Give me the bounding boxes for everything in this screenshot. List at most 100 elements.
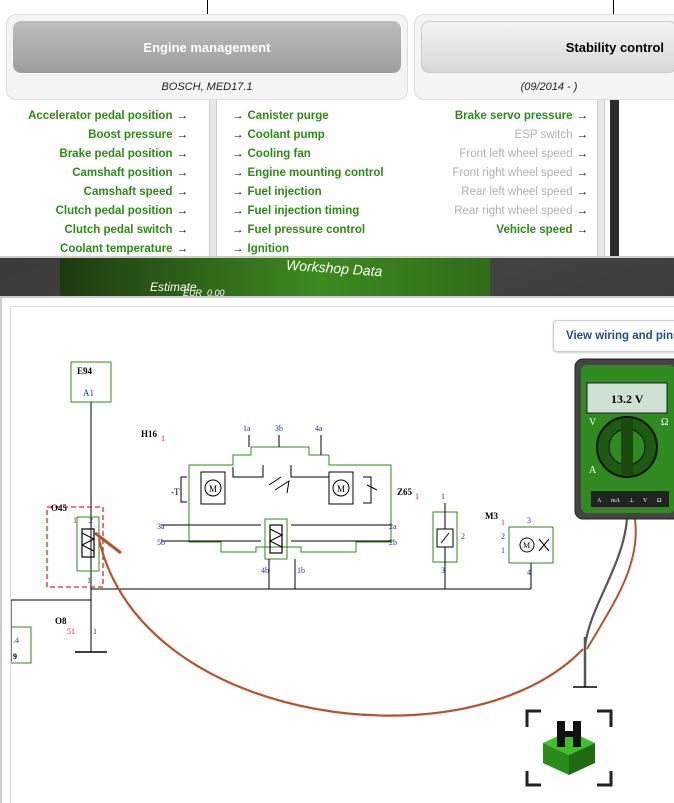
system-function-item[interactable]: Coolant temperature→ <box>0 239 192 256</box>
arrow-right-icon: → <box>576 185 589 198</box>
system-function-label: Vehicle speed <box>496 223 573 236</box>
system-function-item[interactable]: Camshaft speed→ <box>0 182 192 201</box>
component-o45[interactable]: O45 1 2 1 <box>46 503 104 588</box>
system-function-label: Accelerator pedal position <box>28 109 173 122</box>
system-function-item[interactable]: Brake servo pressure→ <box>410 106 592 125</box>
arrow-right-icon: → <box>176 128 189 141</box>
system-function-item[interactable]: →Ignition <box>228 239 408 256</box>
probe-wire-red[interactable] <box>97 538 584 717</box>
svg-text:M: M <box>523 541 530 550</box>
arrow-right-icon: → <box>232 128 244 141</box>
svg-text:M: M <box>337 484 345 494</box>
arrow-right-icon: → <box>576 128 589 141</box>
system-function-label: Canister purge <box>247 109 329 122</box>
system-function-item[interactable]: Camshaft position→ <box>0 163 192 182</box>
arrow-right-icon: → <box>576 147 589 160</box>
system-function-label: Fuel pressure control <box>247 223 366 236</box>
column-divider <box>209 100 217 256</box>
arrow-right-icon: → <box>232 223 244 236</box>
svg-text:2: 2 <box>89 516 93 525</box>
arrow-right-icon: → <box>176 166 189 179</box>
system-function-item[interactable]: Accelerator pedal position→ <box>0 106 192 125</box>
system-function-item[interactable]: Front right wheel speed→ <box>410 163 592 182</box>
svg-text:4: 4 <box>527 568 531 577</box>
system-function-item[interactable]: Vehicle speed→ <box>410 220 592 239</box>
system-function-item[interactable]: →Canister purge <box>228 106 408 125</box>
system-function-item[interactable]: →Coolant pump <box>228 125 408 144</box>
engine-management-button[interactable]: Engine management <box>13 21 401 73</box>
svg-text:1: 1 <box>73 516 77 525</box>
system-function-label: Front left wheel speed <box>459 147 573 160</box>
system-function-label: Coolant pump <box>247 128 325 141</box>
svg-text:9: 9 <box>13 652 17 661</box>
svg-text:1: 1 <box>501 546 505 555</box>
system-function-item[interactable]: →Cooling fan <box>228 144 408 163</box>
multimeter-reading: 13.2 V <box>611 392 644 406</box>
svg-text:1: 1 <box>415 492 419 501</box>
svg-text:1b: 1b <box>297 566 305 575</box>
probe-wire-black[interactable] <box>583 518 629 648</box>
svg-text:51: 51 <box>67 627 75 636</box>
column-divider <box>597 100 605 256</box>
component-z65[interactable]: Z65 1 1 2 3 <box>397 487 465 589</box>
system-function-label: Cooling fan <box>247 147 311 160</box>
view-wiring-button[interactable]: View wiring and pins <box>553 320 674 352</box>
system-function-item[interactable]: →Fuel injection timing <box>228 201 408 220</box>
wiring-panel: E94 A1 O45 1 2 1 O8 51 <box>0 296 674 803</box>
system-function-label: Fuel injection <box>247 185 322 198</box>
component-m3[interactable]: M3 1 M 3 2 1 4 <box>485 511 554 589</box>
svg-text:2b: 2b <box>389 538 397 547</box>
divider-line <box>613 0 614 14</box>
arrow-right-icon: → <box>232 109 244 122</box>
svg-text:M: M <box>209 484 217 494</box>
system-function-item[interactable]: →Fuel injection <box>228 182 408 201</box>
engine-outputs-list: →Canister purge→Coolant pump→Cooling fan… <box>228 106 408 256</box>
o8-name: O8 <box>55 616 67 626</box>
system-function-item[interactable]: →Fuel pressure control <box>228 220 408 239</box>
system-function-item[interactable]: Clutch pedal switch→ <box>0 220 192 239</box>
system-function-item[interactable]: ESP switch→ <box>410 125 592 144</box>
stability-control-button[interactable]: Stability control <box>421 21 674 73</box>
system-function-label: Ignition <box>247 242 290 255</box>
arrow-right-icon: → <box>576 109 589 122</box>
system-function-item[interactable]: Front left wheel speed→ <box>410 144 592 163</box>
system-function-item[interactable]: Clutch pedal position→ <box>0 201 192 220</box>
system-function-item[interactable]: Rear right wheel speed→ <box>410 201 592 220</box>
svg-text:1: 1 <box>441 492 445 501</box>
stability-inputs-list: Brake servo pressure→ESP switch→Front le… <box>410 106 592 239</box>
system-function-item[interactable]: →Engine mounting control <box>228 163 408 182</box>
system-function-label: Rear right wheel speed <box>454 204 573 217</box>
svg-text:2: 2 <box>501 532 505 541</box>
svg-text:Ω: Ω <box>661 417 668 428</box>
svg-text:Ω: Ω <box>657 498 662 504</box>
system-function-item[interactable]: Brake pedal position→ <box>0 144 192 163</box>
arrow-right-icon: → <box>232 242 244 255</box>
e94-name: E94 <box>77 366 93 376</box>
background-currency: EUR 0.00 <box>183 288 225 298</box>
svg-text:1: 1 <box>93 627 97 636</box>
e94-pin: A1 <box>83 388 94 398</box>
svg-text:3: 3 <box>441 566 445 575</box>
svg-text:4b: 4b <box>261 566 269 575</box>
probe-tip-red[interactable] <box>94 531 122 555</box>
component-o8[interactable]: O8 51 1 <box>10 599 107 662</box>
multimeter[interactable]: 13.2 V V Ω A A mA ⊥ V Ω <box>574 358 674 520</box>
svg-text:3a: 3a <box>157 522 165 531</box>
arrow-right-icon: → <box>576 204 589 217</box>
arrow-right-icon: → <box>176 223 189 236</box>
system-function-label: Coolant temperature <box>60 242 173 255</box>
svg-text:5b: 5b <box>157 538 165 547</box>
engine-subtitle: BOSCH, MED17.1 <box>161 81 253 93</box>
stability-control-section: Stability control (09/2014 - ) <box>414 14 674 100</box>
system-function-item[interactable]: Boost pressure→ <box>0 125 192 144</box>
component-e94[interactable]: E94 A1 <box>70 361 112 403</box>
svg-text:1: 1 <box>501 518 505 527</box>
wiring-diagram: E94 A1 O45 1 2 1 O8 51 <box>6 358 674 787</box>
engine-management-section: Engine management BOSCH, MED17.1 <box>6 14 408 100</box>
system-function-label: Engine mounting control <box>247 166 384 179</box>
system-function-label: Camshaft position <box>72 166 173 179</box>
component-h16[interactable]: H16 1 1a 3b 4a M M -T <box>141 424 397 589</box>
system-function-item[interactable]: Rear left wheel speed→ <box>410 182 592 201</box>
arrow-right-icon: → <box>576 166 589 179</box>
svg-text:4a: 4a <box>315 424 323 433</box>
